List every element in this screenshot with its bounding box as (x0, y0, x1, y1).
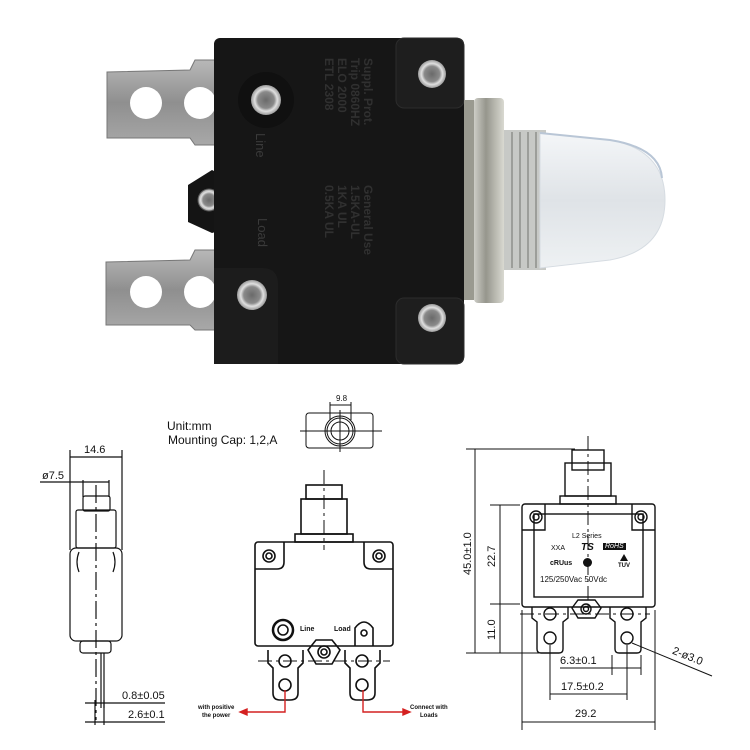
tuv-triangle-icon (620, 554, 628, 561)
voltage-rating: 125/250Vac 50Vdc (540, 575, 608, 584)
total-height-label: 45.0±1.0 (462, 532, 474, 575)
photo-marking-2: Trip 0860HZ (348, 58, 362, 127)
photo-marking-6: 1.5KA-UL (348, 185, 362, 240)
series-label: L2 Series (572, 533, 602, 540)
hole-diameter-label: 2-ø3.0 (670, 645, 705, 669)
terminal-width-label: 6.3±0.1 (560, 655, 597, 667)
terminal-top (106, 59, 221, 146)
rating-code: XXA (551, 545, 566, 552)
side-width-label: 14.6 (84, 444, 106, 456)
terminal-bottom (105, 249, 221, 331)
front-load-label: Load (334, 626, 351, 633)
ccc-mark-icon (583, 558, 592, 567)
mounting-cap-note: Mounting Cap: 1,2,A (168, 433, 278, 447)
photo-marking-7: 1KA UL (335, 185, 349, 228)
photo-marking-4: ETL 2308 (322, 58, 336, 111)
rohs-badge: RoHS (603, 543, 626, 550)
positive-power-line-2: the power (202, 713, 231, 719)
photo-load-label: Load (255, 218, 270, 247)
terminal-thickness-label: 0.8±0.05 (122, 690, 165, 702)
unit-note: Unit:mm (167, 419, 212, 433)
body-height-label: 22.7 (486, 545, 498, 567)
offset-label: 2.6±0.1 (128, 709, 165, 721)
product-photo: Line Load Suppl. Prot. Trip 0860HZ ELO 2… (105, 37, 666, 365)
ul-mark: cRUus (550, 560, 573, 567)
breaker-photo-graphic (105, 37, 666, 365)
positive-power-line-1: with positive (198, 705, 235, 711)
cap-diameter-label: 9.8 (336, 394, 348, 403)
body-width-label: 29.2 (575, 708, 597, 720)
terminal-pitch-label: 17.5±0.2 (561, 681, 604, 693)
photo-marking-3: ELO 2000 (335, 58, 349, 113)
side-diameter-label: ø7.5 (42, 470, 65, 482)
connect-loads-line-1: Connect with (410, 705, 448, 711)
terminal-height-label: 11.0 (486, 619, 498, 640)
front-line-label: Line (300, 626, 315, 633)
positive-power-annotation: with positive the power (198, 704, 234, 720)
connect-loads-annotation: Connect with Loads (410, 704, 448, 720)
photo-marking-1: Suppl. Prot. (361, 58, 375, 126)
photo-marking-5: General Use (361, 185, 375, 256)
photo-marking-8: 0.5KA UL (322, 185, 336, 238)
tuv-mark: TUV (618, 563, 630, 569)
photo-line-label: Line (253, 133, 268, 158)
connect-loads-line-2: Loads (420, 713, 438, 719)
ts-logo: TS (581, 542, 594, 553)
